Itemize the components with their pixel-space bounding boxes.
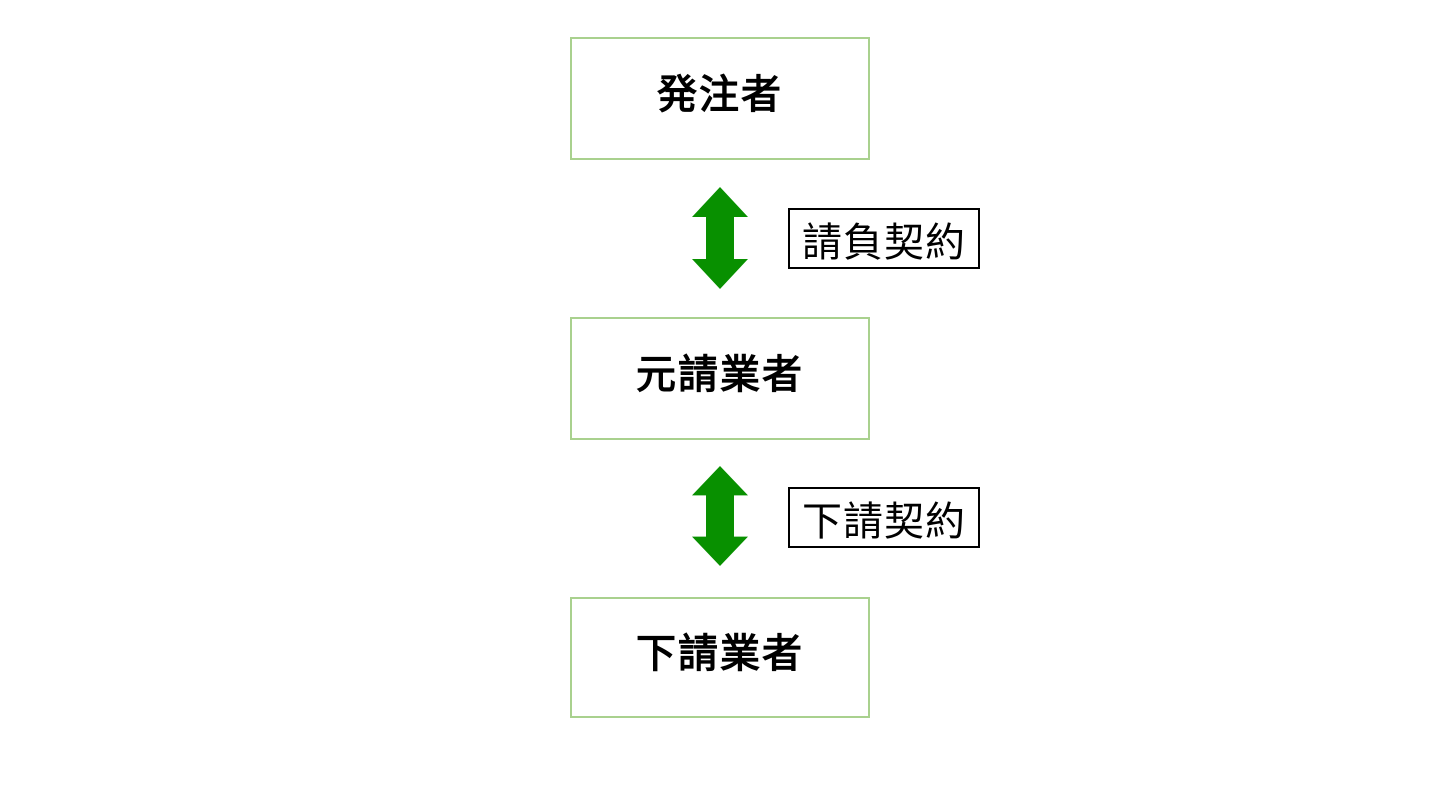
edge-label-text: 請負契約 bbox=[802, 220, 966, 265]
node-subcontractor: 下請業者 bbox=[570, 597, 870, 718]
edge-label-text: 下請契約 bbox=[802, 499, 966, 544]
edge-label-shitauke-keiyaku: 下請契約 bbox=[788, 487, 980, 548]
edge-label-ukeoi-keiyaku: 請負契約 bbox=[788, 208, 980, 269]
node-prime-contractor-label: 元請業者 bbox=[636, 352, 804, 397]
double-arrow-icon bbox=[692, 466, 748, 566]
double-arrow-shape bbox=[692, 187, 748, 289]
node-prime-contractor: 元請業者 bbox=[570, 317, 870, 440]
node-orderer-label: 発注者 bbox=[657, 72, 783, 117]
double-arrow-shape bbox=[692, 466, 748, 566]
node-subcontractor-label: 下請業者 bbox=[636, 631, 804, 676]
double-arrow-icon bbox=[692, 187, 748, 289]
node-orderer: 発注者 bbox=[570, 37, 870, 160]
